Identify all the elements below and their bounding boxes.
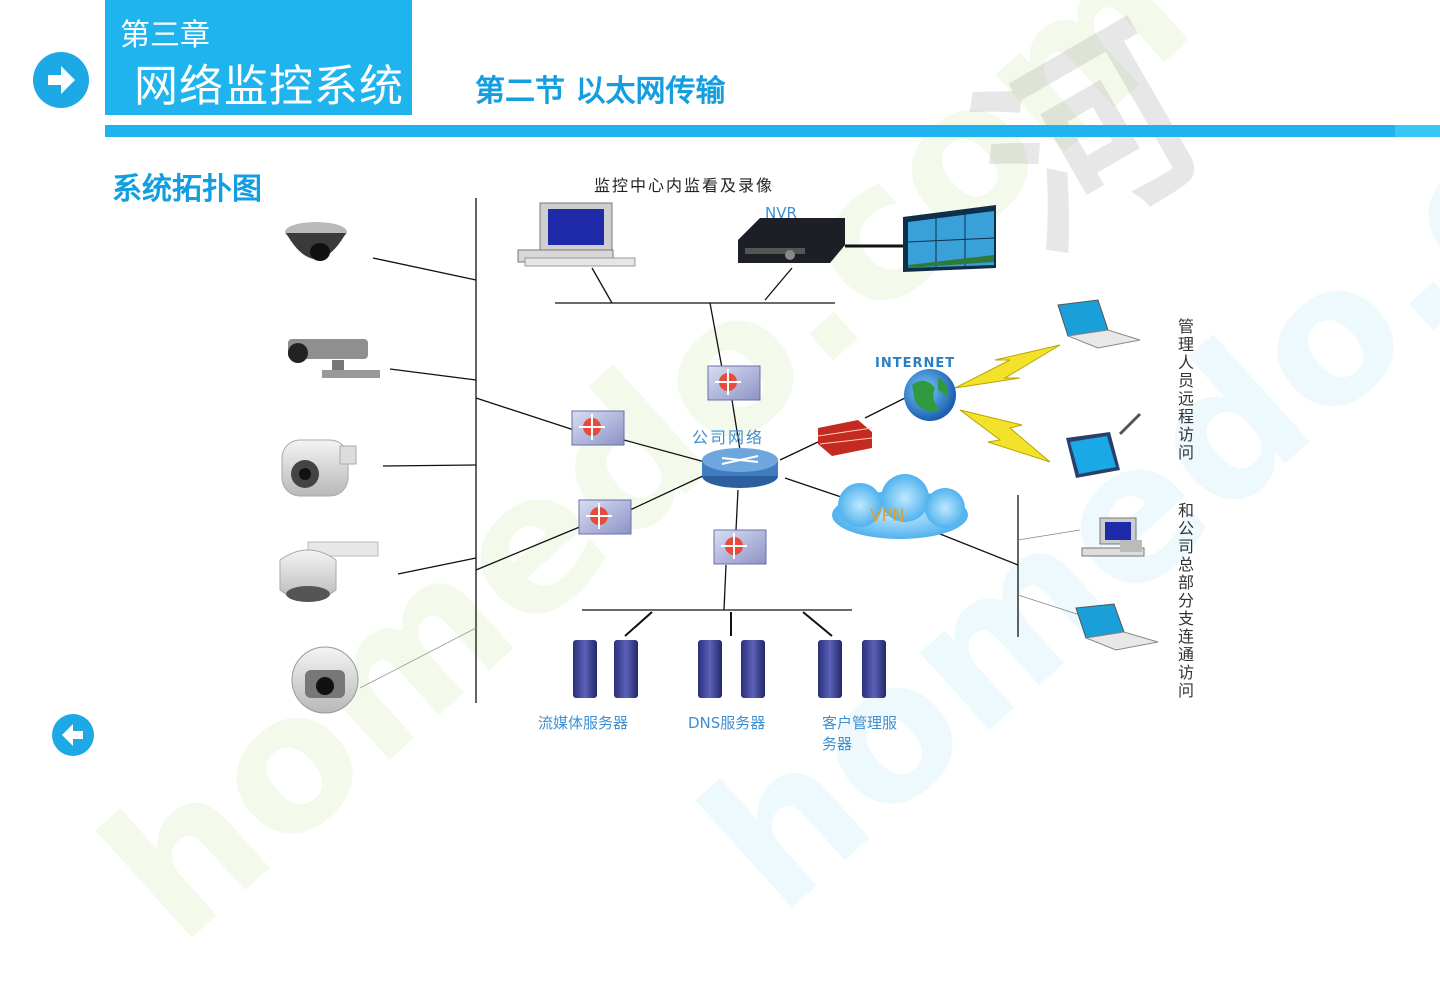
chapter-title: 网络监控系统 xyxy=(134,61,404,112)
video-wall-icon xyxy=(903,205,996,272)
header-divider xyxy=(105,125,1440,137)
lightning-icon xyxy=(959,409,1051,463)
laptop-icon xyxy=(1057,299,1141,349)
monitoring-center-caption: 监控中心内监看及录像 xyxy=(594,176,775,195)
dome-camera-icon xyxy=(285,222,347,261)
network-switch-icon xyxy=(578,499,632,535)
dns-server-icon xyxy=(698,640,765,698)
indoor-camera-icon xyxy=(281,439,357,497)
chapter-header-box xyxy=(105,0,412,115)
tablet-icon xyxy=(1066,412,1142,478)
firewall-icon xyxy=(817,420,873,456)
nvr-recorder-icon xyxy=(738,218,845,263)
streaming-server-icon xyxy=(573,640,638,698)
network-switch-icon xyxy=(713,529,767,565)
internet-label: INTERNET xyxy=(875,356,956,371)
network-switch-icon xyxy=(571,410,625,446)
company-network-label: 公司网络 xyxy=(692,428,765,447)
remote-access-label: 管理人员远程访问 xyxy=(1175,318,1194,462)
customer-mgmt-server-icon xyxy=(818,640,886,698)
previous-slide-button[interactable] xyxy=(52,714,94,756)
topology-diagram xyxy=(279,198,1159,714)
internet-globe-icon xyxy=(904,369,956,421)
arrow-right-circle-icon xyxy=(48,66,75,94)
workstation-icon xyxy=(517,202,636,267)
speed-dome-camera-icon xyxy=(291,646,359,714)
router-icon xyxy=(702,448,778,488)
bullet-camera-icon xyxy=(288,339,380,378)
customer-mgmt-server-label-line2: 务器 xyxy=(822,735,853,753)
page-subtitle: 系统拓扑图 xyxy=(112,172,262,207)
network-switch-icon xyxy=(707,365,761,401)
connection-lines xyxy=(359,198,1081,703)
streaming-server-label: 流媒体服务器 xyxy=(538,714,629,732)
vpn-label: VPN xyxy=(870,506,905,526)
branch-laptop-icon xyxy=(1075,603,1159,651)
header-divider-cap xyxy=(1395,125,1440,137)
vpn-cloud-icon xyxy=(832,474,968,539)
section-title: 第二节 以太网传输 xyxy=(475,74,726,109)
arrow-left-circle-icon xyxy=(62,724,83,746)
branch-access-label: 和公司总部分支连通访问 xyxy=(1175,502,1194,700)
dns-server-label: DNS服务器 xyxy=(688,714,766,732)
branch-workstation-icon xyxy=(1081,517,1145,557)
ptz-camera-icon xyxy=(279,541,379,602)
customer-mgmt-server-label: 客户管理服 xyxy=(822,714,898,732)
nvr-label: NVR xyxy=(765,204,797,222)
chapter-number: 第三章 xyxy=(120,18,210,53)
lightning-icon xyxy=(954,344,1061,389)
next-slide-button[interactable] xyxy=(33,52,89,108)
